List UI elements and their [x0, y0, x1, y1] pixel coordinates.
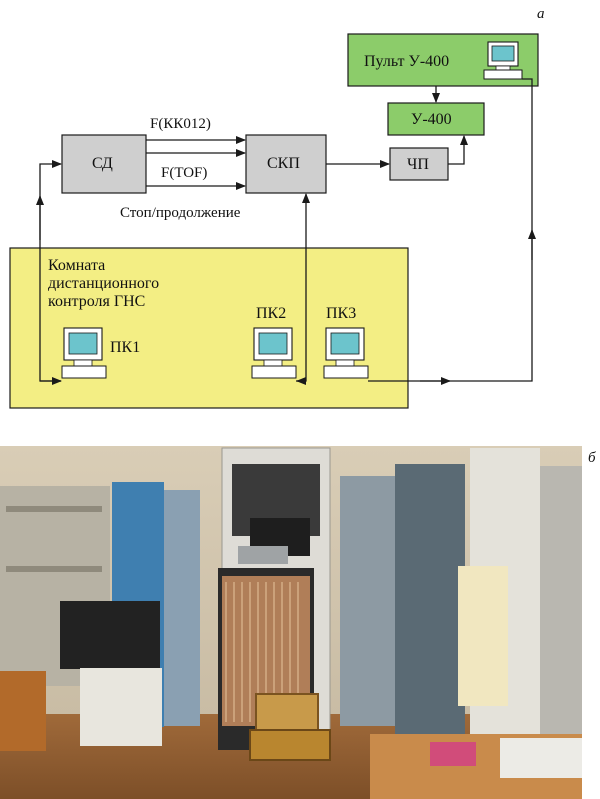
pc2-computer-icon: [251, 327, 297, 379]
pc3-label: ПК3: [326, 305, 356, 322]
pc2-label: ПК2: [256, 305, 286, 322]
sd-box: [61, 134, 147, 194]
chp-box: [389, 147, 449, 181]
pc3-computer-icon: [323, 327, 369, 379]
skp-box: [245, 134, 327, 194]
panel-label-b: б: [588, 450, 596, 466]
signal-kk012-label: F(КК012): [150, 116, 211, 132]
u400-box: [387, 102, 485, 136]
console-u400-label: Пульт У-400: [364, 53, 449, 70]
signal-tof-label: F(TOF): [161, 165, 207, 181]
arrow-chp-u400: [448, 135, 468, 165]
signal-stop-label: Стоп/продолжение: [120, 205, 241, 221]
skp-label: СКП: [267, 155, 300, 172]
room-label-line2: дистанционного: [48, 275, 159, 292]
chp-label: ЧП: [407, 156, 429, 173]
pc1-computer-icon: [61, 327, 107, 379]
sd-label: СД: [92, 155, 113, 172]
lab-photo: [0, 446, 582, 799]
panel-label-a: а: [537, 6, 545, 22]
room-label-line1: Комната: [48, 257, 105, 274]
console-computer-icon: [483, 41, 523, 80]
u400-label: У-400: [411, 111, 452, 128]
pc1-label: ПК1: [110, 339, 140, 356]
room-label-line3: контроля ГНС: [48, 293, 145, 310]
block-diagram: а Комната дистанционного контроля ГНС Пу…: [9, 6, 545, 409]
